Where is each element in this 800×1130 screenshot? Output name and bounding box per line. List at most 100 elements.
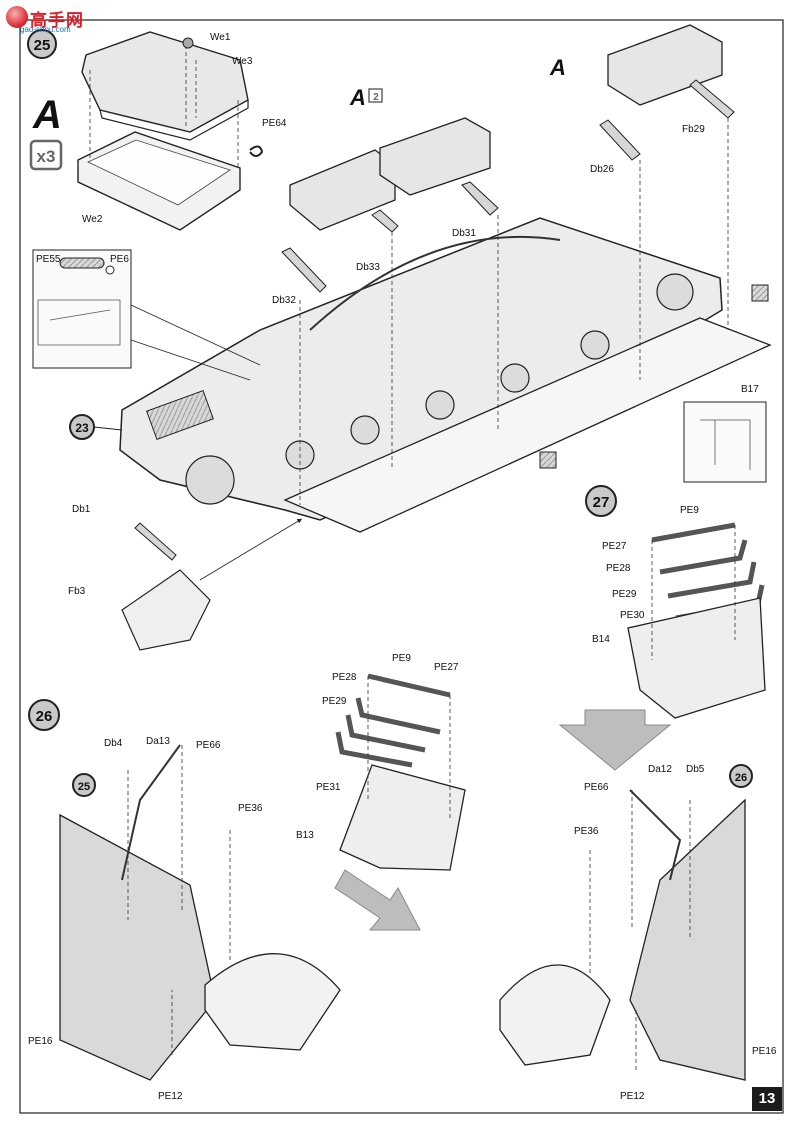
- part-pe29-mid-label: PE29: [322, 696, 347, 707]
- part-pe28-mid-label: PE28: [332, 672, 357, 683]
- step-26-right-panel: 26 PE66 Da12 Db5 PE36 PE16 PE12: [499, 764, 777, 1102]
- step-25-badge: [27, 29, 57, 59]
- part-we2-label: We2: [82, 214, 103, 225]
- quantity-x2-label: 2: [373, 92, 379, 103]
- part-fb3-label: Fb3: [68, 586, 86, 597]
- flow-arrow-right: [558, 709, 672, 771]
- part-pe16-l-label: PE16: [28, 1036, 53, 1047]
- hull-rear-left: [59, 813, 216, 1081]
- fb3-guide-line: [199, 518, 303, 581]
- step-27-guide-lines: [651, 525, 736, 660]
- part-we1-label: We1: [210, 32, 231, 43]
- part-db32-label: Db32: [272, 295, 296, 306]
- fuel-tank-top-we3: [81, 31, 249, 133]
- detail-callout-leader: [130, 304, 261, 381]
- part-pe64-label: PE64: [262, 118, 287, 129]
- road-wheel: [425, 390, 455, 420]
- engine-grille: [146, 390, 214, 440]
- detail-callout-inner: [37, 299, 121, 346]
- quantity-x3-box: [29, 139, 63, 171]
- part-pe66-r-label: PE66: [584, 782, 609, 793]
- filler-cap-we1-icon: [182, 37, 194, 49]
- step-26-number: 26: [36, 708, 53, 725]
- part-b17-label: B17: [741, 384, 759, 395]
- part-pe9-mid-label: PE9: [392, 653, 411, 664]
- detail-callout-box: [32, 249, 132, 369]
- pe-strip-pe27: [651, 522, 736, 543]
- part-pe9-s27-label: PE9: [680, 505, 699, 516]
- watermark-logo-icon: [6, 6, 28, 28]
- bracket-db1-icon: [134, 522, 177, 561]
- step-26-ref-number: 26: [735, 772, 747, 784]
- quantity-x2-box: [368, 88, 383, 103]
- step-26-right-guides: [589, 790, 691, 1070]
- part-we3-label: We3: [232, 56, 253, 67]
- mudflap-fb3: [121, 569, 211, 651]
- part-db5-label: Db5: [686, 764, 705, 775]
- part-pe27-mid-label: PE27: [434, 662, 459, 673]
- rail-da12: [629, 789, 682, 881]
- pe-flag-icon: [751, 284, 769, 302]
- bracket-db32-icon: [281, 247, 327, 293]
- pe-strip-pe31-mid: [335, 731, 413, 768]
- fender-b14: [627, 597, 766, 719]
- road-wheel: [350, 415, 380, 445]
- washer-pe6-icon: [105, 265, 115, 275]
- bracket-db31-icon: [461, 181, 499, 216]
- engine-deck-arc: [309, 235, 561, 331]
- step-25-number: 25: [34, 37, 51, 54]
- part-pe28-s27-label: PE28: [606, 563, 631, 574]
- pe-flag-icon: [539, 451, 557, 469]
- fuel-tank-top-edge: [99, 100, 249, 141]
- bracket-db33-icon: [371, 209, 399, 233]
- flow-arrow-down-left: [334, 869, 421, 931]
- pe-strip-pe27-mid: [367, 673, 451, 698]
- fuel-tank-tray-inner: [87, 139, 231, 206]
- rail-da13: [121, 744, 181, 881]
- quantity-x3-label: x3: [37, 147, 56, 166]
- step-25-guide-lines: [89, 45, 239, 170]
- step-25-ref-badge: [72, 773, 96, 797]
- fender-right-installed: [499, 964, 611, 1066]
- part-db1-label: Db1: [72, 504, 91, 515]
- part-da13-label: Da13: [146, 736, 170, 747]
- subassembly-a-big-label: A: [32, 93, 62, 137]
- part-db4-label: Db4: [104, 738, 123, 749]
- step-26-left-panel: 26 25 Db4 Da13 PE66 PE36 PE16 PE12: [28, 699, 341, 1102]
- track-guard-deck: [283, 317, 772, 533]
- step-26-ref-badge: [729, 764, 753, 788]
- part-pe30-s27-label: PE30: [620, 610, 645, 621]
- road-wheel: [500, 363, 530, 393]
- mesh-pe55-icon: [59, 257, 105, 269]
- hull-assembly: 23 PE55 PE6 B17 Db1 Fb3: [32, 118, 772, 651]
- part-pe36-l-label: PE36: [238, 803, 263, 814]
- step-27-number: 27: [593, 494, 610, 511]
- fuel-tank-a-right: [379, 117, 491, 196]
- step-26-badge: [28, 699, 60, 731]
- step-25-ref-number: 25: [78, 781, 90, 793]
- watermark-title: 高手网: [30, 11, 84, 31]
- part-pe66-l-label: PE66: [196, 740, 221, 751]
- pe-strip-pe28-mid: [355, 697, 441, 735]
- center-fender-panel: PE9 PE27 PE28 PE29 PE31 B13: [296, 653, 466, 931]
- pe-strip-pe29: [667, 561, 757, 599]
- part-pe12-l-label: PE12: [158, 1091, 183, 1102]
- part-pe29-s27-label: PE29: [612, 589, 637, 600]
- hull-guide-lines: [299, 118, 729, 505]
- step-27-panel: 27 PE9 PE27 PE28 PE29 PE30 B14: [558, 485, 766, 771]
- page-border: [19, 19, 784, 1114]
- clip-pe64-icon: [249, 145, 264, 157]
- part-fb29-label: Fb29: [682, 124, 705, 135]
- part-db33-label: Db33: [356, 262, 380, 273]
- part-b14-label: B14: [592, 634, 610, 645]
- part-pe12-r-label: PE12: [620, 1091, 645, 1102]
- watermark-url: gao-shou.com: [20, 25, 71, 34]
- step-23-leader: [93, 426, 123, 431]
- bracket-db26-icon: [599, 119, 641, 161]
- part-db31-label: Db31: [452, 228, 476, 239]
- page-number: 13: [752, 1087, 782, 1111]
- part-pe31-mid-label: PE31: [316, 782, 341, 793]
- step-27-badge: [585, 485, 617, 517]
- road-wheel: [580, 330, 610, 360]
- part-pe27-s27-label: PE27: [602, 541, 627, 552]
